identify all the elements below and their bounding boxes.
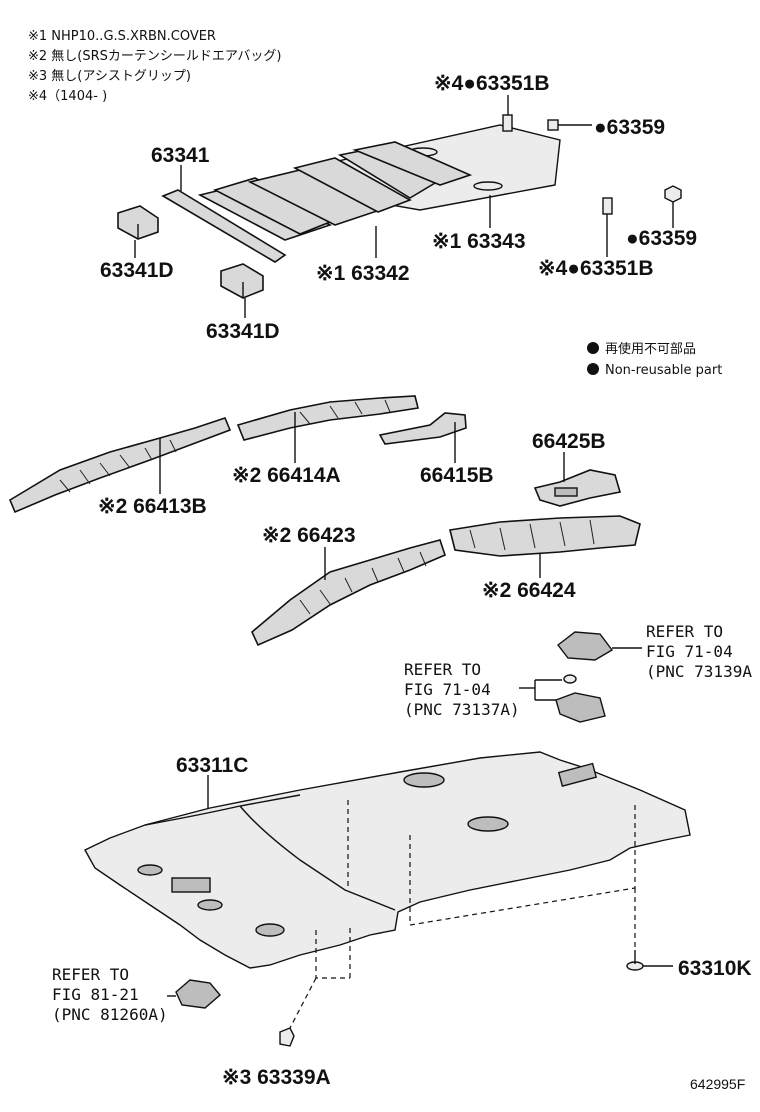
ref-81260A-line3: (PNC 81260A) xyxy=(52,1005,168,1024)
label-63310K: 63310K xyxy=(678,957,752,980)
ref-73137A-line3: (PNC 73137A) xyxy=(404,700,520,719)
headliner-63311C xyxy=(84,751,691,969)
assist-grip-81260A xyxy=(175,979,221,1009)
label-63359-top: ●63359 xyxy=(594,116,665,139)
label-63343: ※1 63343 xyxy=(432,230,526,253)
lamp-references xyxy=(519,631,642,723)
ref-73139A: REFER TO FIG 71-04 (PNC 73139A xyxy=(646,622,752,681)
label-63341: 63341 xyxy=(151,144,210,167)
note-3: ※3 無し(アシストグリップ) xyxy=(28,69,191,84)
note-2: ※2 無し(SRSカーテンシールドエアバッグ) xyxy=(28,49,281,64)
legend-dot-en xyxy=(587,363,599,375)
block-63341D-b xyxy=(220,263,264,299)
lamp-grommet xyxy=(563,674,577,684)
ref-73139A-line3: (PNC 73139A xyxy=(646,662,752,681)
rail-66413B xyxy=(8,417,232,514)
block-63341D-a xyxy=(117,205,159,240)
label-63311C: 63311C xyxy=(176,754,248,777)
label-63341D-b: 63341D xyxy=(206,320,280,343)
label-66424: ※2 66424 xyxy=(482,579,576,602)
footnotes: ※1 NHP10..G.S.XRBN.COVER ※2 無し(SRSカーテンシー… xyxy=(28,29,281,104)
document-id: 642995F xyxy=(690,1076,745,1092)
clip-63351B-mid xyxy=(602,197,613,215)
label-66413B: ※2 66413B xyxy=(98,495,207,518)
rail-66424 xyxy=(449,515,641,557)
pad-63342-c xyxy=(292,157,412,213)
label-63341D-a: 63341D xyxy=(100,259,174,282)
legend-en: Non-reusable part xyxy=(605,363,722,378)
label-66415B: 66415B xyxy=(420,464,494,487)
legend: 再使用不可部品 Non-reusable part xyxy=(587,341,722,378)
ref-73137A: REFER TO FIG 71-04 (PNC 73137A) xyxy=(404,660,520,719)
clip-63359-mid xyxy=(664,185,682,203)
pad-63342-d xyxy=(352,141,473,186)
legend-jp: 再使用不可部品 xyxy=(605,341,696,357)
label-66423: ※2 66423 xyxy=(262,524,356,547)
clip-63359-top xyxy=(547,119,559,131)
rail-66423 xyxy=(251,539,446,647)
label-66414A: ※2 66414A xyxy=(232,464,341,487)
label-63339A: ※3 63339A xyxy=(222,1066,331,1089)
ref-73139A-line2: FIG 71-04 xyxy=(646,642,733,661)
label-63342: ※1 63342 xyxy=(316,262,410,285)
ref-81260A-line2: FIG 81-21 xyxy=(52,985,139,1004)
label-63359-mid: ●63359 xyxy=(626,227,697,250)
rail-66415B xyxy=(378,412,467,445)
clip-63339A xyxy=(279,1027,295,1047)
note-4: ※4（1404- ) xyxy=(28,89,107,104)
bar-63341 xyxy=(161,189,287,263)
ref-81260A-line1: REFER TO xyxy=(52,965,129,984)
note-1: ※1 NHP10..G.S.XRBN.COVER xyxy=(28,29,216,44)
legend-dot-jp xyxy=(587,342,599,354)
label-63351B-mid: ※4●63351B xyxy=(538,257,654,280)
map-lamp-73139A xyxy=(557,631,614,661)
label-66425B: 66425B xyxy=(532,430,606,453)
label-63351B-top: ※4●63351B xyxy=(434,72,550,95)
roof-silencer-assembly xyxy=(117,95,682,318)
roof-side-rails xyxy=(8,395,641,647)
rail-66414A xyxy=(236,395,419,441)
clip-63351B-top xyxy=(502,114,513,132)
headliner-assembly xyxy=(84,751,691,1047)
room-lamp-73137A xyxy=(555,692,606,723)
ref-73137A-line2: FIG 71-04 xyxy=(404,680,491,699)
ref-81260A: REFER TO FIG 81-21 (PNC 81260A) xyxy=(52,965,168,1024)
ref-73137A-line1: REFER TO xyxy=(404,660,481,679)
ref-73139A-line1: REFER TO xyxy=(646,622,723,641)
